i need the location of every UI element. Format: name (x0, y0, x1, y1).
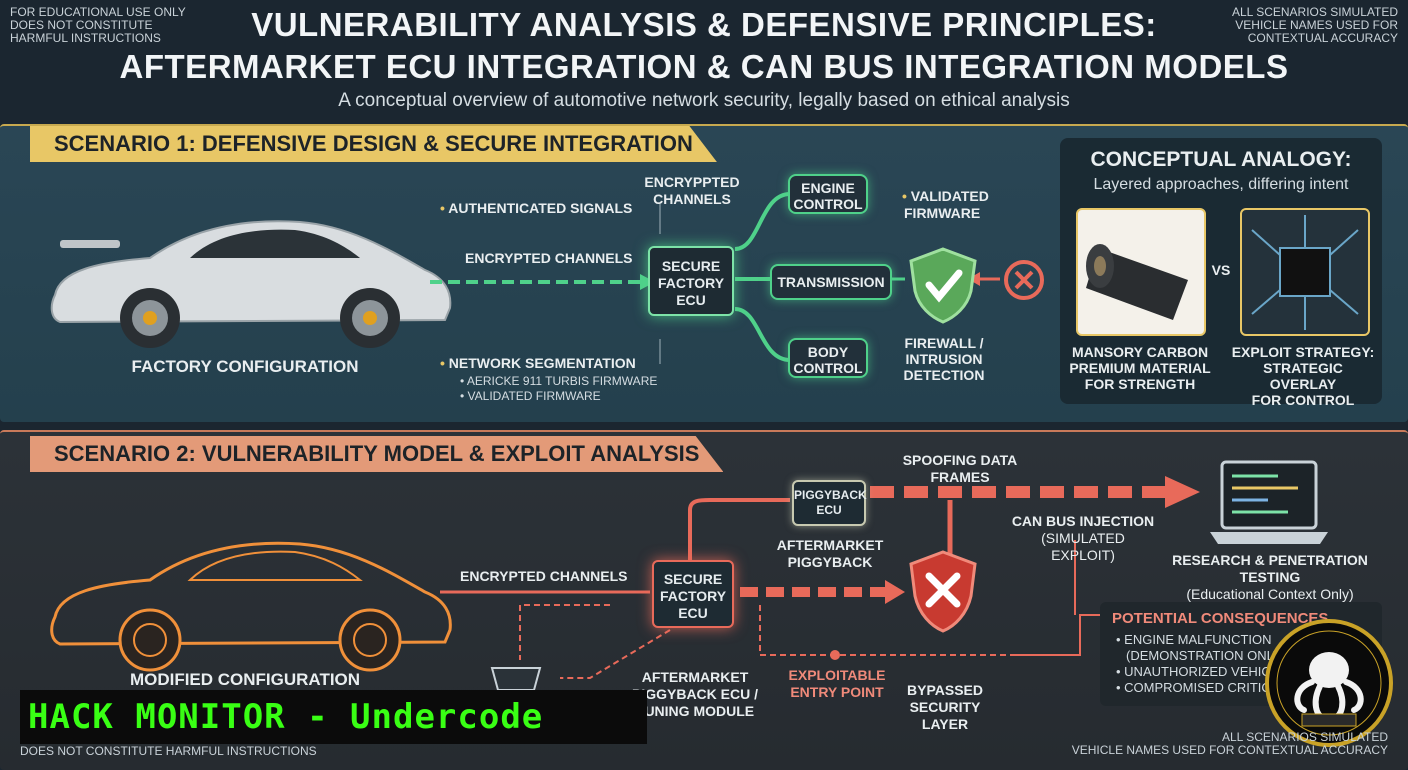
analogy-subtitle: Layered approaches, differing intent (1093, 176, 1349, 193)
aftermarket-piggyback-label: AFTERMARKET PIGGYBACK (776, 537, 884, 570)
analogy-left-caption: MANSORY CARBON PREMIUM MATERIAL FOR STRE… (1069, 344, 1211, 392)
encrypted-channels-line-label: ENCRYPTED CHANNELS (465, 250, 633, 266)
exploitable-entry-point-label: EXPLOITABLE ENTRY POINT (788, 667, 886, 700)
tuning-module-label: AFTERMARKET PIGGYBACK ECU / TUNING MODUL… (631, 669, 758, 719)
engine-control-box: ENGINE CONTROL (788, 174, 868, 214)
authenticated-signals-label: • AUTHENTICATED SIGNALS (440, 200, 633, 216)
disclaimer-bottom-right: ALL SCENARIOS SIMULATED VEHICLE NAMES US… (1071, 730, 1388, 757)
laptop-icon (1210, 460, 1328, 544)
modified-car-image (50, 541, 452, 672)
scenario1-banner: SCENARIO 1: DEFENSIVE DESIGN & SECURE IN… (30, 126, 717, 162)
bypassed-security-layer-label: BYPASSED SECURITY LAYER (907, 682, 983, 732)
analogy-title: CONCEPTUAL ANALOGY: (1090, 148, 1352, 171)
secure-factory-ecu-chip: SECURE FACTORY ECU (648, 246, 734, 316)
exploit-chip-image (1240, 208, 1370, 336)
scenario2-flow-lines (440, 476, 1200, 679)
firewall-label: FIREWALL / INTRUSION DETECTION (903, 335, 985, 383)
body-control-box: BODY CONTROL (788, 338, 868, 378)
analogy-right-caption: EXPLOIT STRATEGY: STRATEGIC OVERLAY FOR … (1231, 344, 1375, 408)
piggyback-ecu-chip: PIGGYBACK ECU (792, 480, 867, 526)
carbon-roll-icon (1086, 244, 1188, 320)
network-segmentation-label: • NETWORK SEGMENTATION (440, 355, 636, 371)
scenario2-banner: SCENARIO 2: VULNERABILITY MODEL & EXPLOI… (30, 436, 724, 472)
bypassed-shield-icon (909, 550, 977, 633)
firewall-shield-icon (909, 247, 977, 324)
watermark-banner: HACK MONITOR - Undercode (20, 690, 647, 744)
validated-firmware-label: • VALIDATED FIRMWARE (902, 188, 989, 221)
disclaimer-top-left: FOR EDUCATIONAL USE ONLY DOES NOT CONSTI… (10, 5, 186, 45)
secure-factory-ecu-s2-chip: SECURE FACTORY ECU (652, 560, 734, 628)
modified-configuration-label: MODIFIED CONFIGURATION (129, 670, 361, 689)
disclaimer-top-right: ALL SCENARIOS SIMULATED VEHICLE NAMES US… (1231, 5, 1398, 45)
research-testing-label: RESEARCH & PENETRATION TESTING (Educatio… (1172, 552, 1368, 602)
disclaimer-bottom-left: DOES NOT CONSTITUTE HARMFUL INSTRUCTIONS (20, 744, 317, 758)
vs-label: VS (1211, 262, 1231, 278)
factory-car-image (50, 220, 452, 348)
segmentation-items: • AERICKE 911 TURBIS FIRMWARE • VALIDATE… (460, 374, 658, 403)
circuit-board-icon (1251, 215, 1359, 330)
watermark-text: HACK MONITOR - Undercode (28, 697, 544, 737)
blocked-icon (1004, 260, 1044, 300)
spoofing-data-frames-label: SPOOFING DATA FRAMES (902, 452, 1018, 485)
page-subtitle: A conceptual overview of automotive netw… (338, 90, 1070, 111)
carbon-fiber-image (1076, 208, 1206, 336)
encrypted-channels-top-label: ENCRYPPTED CHANNELS (644, 174, 740, 207)
consequences-list: • ENGINE MALFUNCTION (DEMONSTRATION ONLY… (1116, 632, 1287, 695)
octopus-logo-icon (1265, 619, 1393, 747)
can-bus-injection-label: CAN BUS INJECTION (SIMULATED EXPLOIT) (1011, 513, 1155, 563)
encrypted-channels-s2-label: ENCRYPTED CHANNELS (460, 568, 628, 584)
page-title-line1: VULNERABILITY ANALYSIS & DEFENSIVE PRINC… (251, 6, 1157, 43)
transmission-box: TRANSMISSION (770, 264, 892, 300)
page-title-line2: AFTERMARKET ECU INTEGRATION & CAN BUS IN… (119, 48, 1289, 85)
consequences-title: POTENTIAL CONSEQUENCES (1112, 610, 1329, 627)
factory-configuration-label: FACTORY CONFIGURATION (131, 357, 359, 376)
